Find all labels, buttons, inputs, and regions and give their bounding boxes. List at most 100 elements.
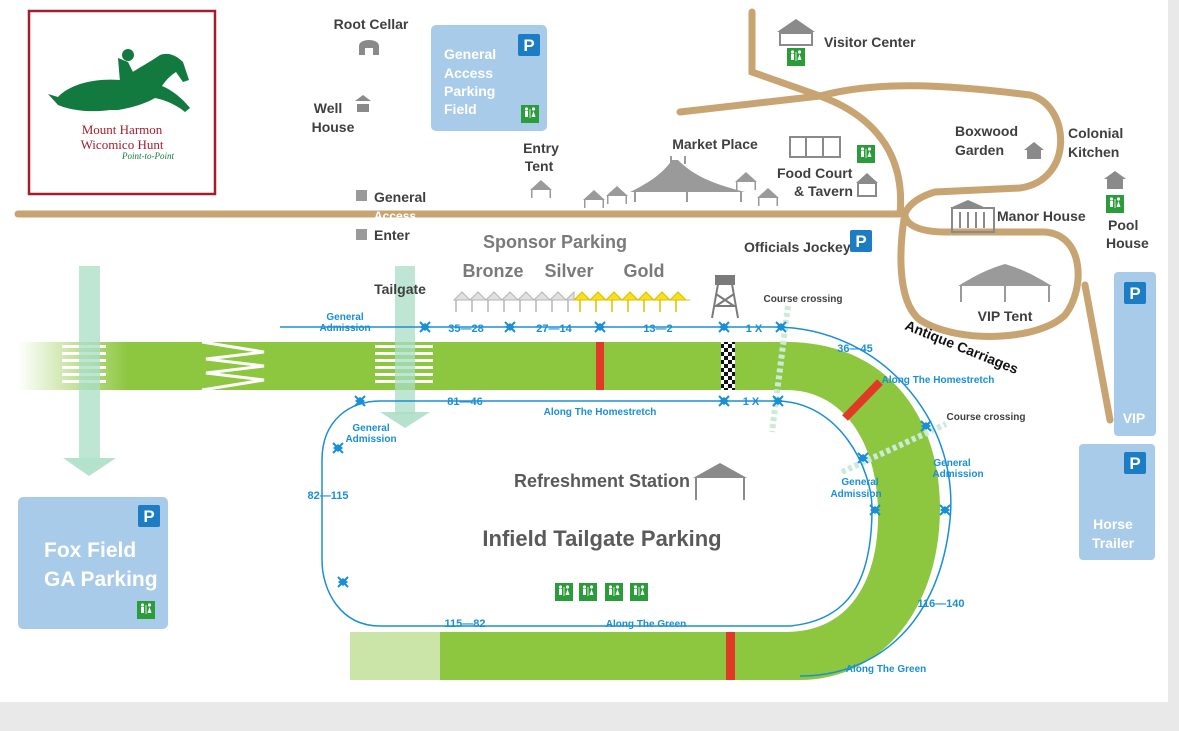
colonial-kitchen-label-1: Colonial	[1068, 125, 1123, 141]
vip-parking[interactable]: P VIP	[1114, 272, 1156, 436]
parking-icon: P	[1129, 454, 1140, 473]
market-place-label: Market Place	[672, 136, 758, 152]
market-tent-icon	[630, 156, 745, 202]
along-homestretch-label-2: Along The Homestretch	[544, 407, 657, 418]
finish-line	[721, 342, 735, 390]
space-36-45: 36—45	[837, 343, 872, 355]
garden-building-icon	[1024, 142, 1044, 159]
logo-small-text: The	[117, 100, 128, 108]
space-13-2: 13—2	[643, 323, 672, 335]
general-admission-label-2: Admission	[319, 323, 370, 334]
restroom-icon	[137, 601, 155, 619]
pool-house-label-2: House	[1106, 235, 1149, 251]
restroom-icon	[787, 48, 805, 66]
general-admission-label-8: Admission	[932, 469, 983, 480]
restroom-icon	[555, 583, 573, 601]
sponsor-parking-label: Sponsor Parking	[483, 232, 627, 252]
restroom-icon	[605, 583, 623, 601]
tailgate-label: Tailgate	[374, 281, 426, 297]
arrow-down-icon	[63, 266, 116, 476]
course-crossing-label-1: Course crossing	[764, 294, 843, 305]
horse-trailer-parking[interactable]: P Horse Trailer	[1079, 444, 1155, 560]
manor-house-icon	[950, 200, 995, 233]
well-icon	[355, 95, 371, 112]
food-court-label-1: Food Court	[777, 165, 853, 181]
infield-tailgate-parking-label: Infield Tailgate Parking	[482, 526, 721, 551]
visitor-center: Visitor Center	[777, 19, 916, 66]
legend-enter: Enter	[374, 227, 410, 243]
bronze-tents	[452, 290, 575, 312]
pool-house-icon	[1104, 171, 1126, 189]
legend: General Access Enter	[356, 189, 426, 243]
svg-text:P: P	[523, 36, 534, 55]
general-access-parking-field[interactable]: General Access Parking Field P	[431, 25, 547, 131]
horse-rider-icon	[48, 49, 190, 112]
logo-line2: Wicomico Hunt	[81, 137, 164, 152]
tent-icon	[693, 463, 747, 500]
silver-label: Silver	[544, 261, 593, 281]
entry-tent-label-1: Entry	[523, 140, 559, 156]
restroom-icon	[1106, 195, 1124, 213]
building-icon	[777, 19, 815, 46]
officials-jockey-label: Officials Jockey	[744, 239, 851, 255]
boxwood-label-1: Boxwood	[955, 123, 1018, 139]
observation-tower-icon	[711, 275, 739, 319]
fox-field-ga-parking[interactable]: P Fox Field GA Parking	[18, 497, 168, 629]
well-house-label-1: Well	[314, 100, 343, 116]
along-green-label-1: Along The Green	[606, 619, 687, 630]
fox-field-label-2: GA Parking	[44, 568, 158, 591]
legend-access: Access	[374, 209, 416, 223]
marker-red	[726, 632, 735, 680]
parking-icon: P	[518, 34, 540, 56]
course-crossing-label-2: Course crossing	[947, 412, 1026, 423]
horse-trailer-label-1: Horse	[1093, 516, 1133, 532]
space-1x-bottom: 1 X	[743, 396, 760, 408]
space-35-28: 35—28	[448, 323, 483, 335]
entry-tent-label-2: Tent	[525, 158, 554, 174]
general-admission-label-5: General	[841, 477, 878, 488]
horse-trailer-label-2: Trailer	[1092, 535, 1135, 551]
vip-tent-label: VIP Tent	[978, 308, 1033, 324]
vip-tent-icon	[958, 264, 1052, 302]
logo-line1: Mount Harmon	[82, 122, 163, 137]
manor-house-label: Manor House	[997, 208, 1086, 224]
general-admission-label-1: General	[326, 312, 363, 323]
space-27-14: 27—14	[536, 323, 572, 335]
logo: The Mount Harmon Wicomico Hunt Point-to-…	[27, 9, 217, 196]
marker-red	[842, 379, 883, 421]
general-admission-label-3: General	[352, 423, 389, 434]
pool-house-label-1: Pool	[1108, 217, 1138, 233]
food-court-building-icon	[789, 136, 841, 158]
vip-label: VIP	[1123, 410, 1146, 426]
colonial-kitchen-label-2: Kitchen	[1068, 144, 1119, 160]
restroom-icon	[579, 583, 597, 601]
bronze-label: Bronze	[462, 261, 523, 281]
restroom-icon	[857, 145, 875, 163]
gold-label: Gold	[624, 261, 665, 281]
arrow-down-icon	[380, 266, 430, 428]
gapf-label-4: Field	[444, 101, 477, 117]
food-court-label-2: & Tavern	[794, 183, 853, 199]
marker-red	[596, 342, 604, 390]
space-81-46: 81—46	[447, 396, 482, 408]
boxwood-label-2: Garden	[955, 142, 1004, 158]
gapf-label-3: Parking	[444, 83, 495, 99]
space-116-140: 116—140	[917, 598, 964, 610]
gapf-label-1: General	[444, 46, 496, 62]
gapf-label-2: Access	[444, 65, 493, 81]
rails	[280, 326, 952, 677]
gold-tents	[572, 291, 690, 312]
space-1x-top: 1 X	[746, 323, 763, 335]
roads	[14, 8, 1114, 424]
restroom-icon	[630, 583, 648, 601]
parking-icon: P	[143, 507, 154, 526]
space-115-82: 115—82	[445, 618, 486, 630]
space-82-115: 82—115	[308, 490, 349, 502]
parking-icon[interactable]: P	[850, 230, 872, 252]
root-cellar-icon	[359, 40, 379, 55]
general-admission-label-4: Admission	[345, 434, 396, 445]
parking-icon: P	[1129, 284, 1140, 303]
restroom-icon	[521, 105, 539, 123]
visitor-center-label: Visitor Center	[824, 34, 916, 50]
root-cellar-label: Root Cellar	[334, 16, 409, 32]
